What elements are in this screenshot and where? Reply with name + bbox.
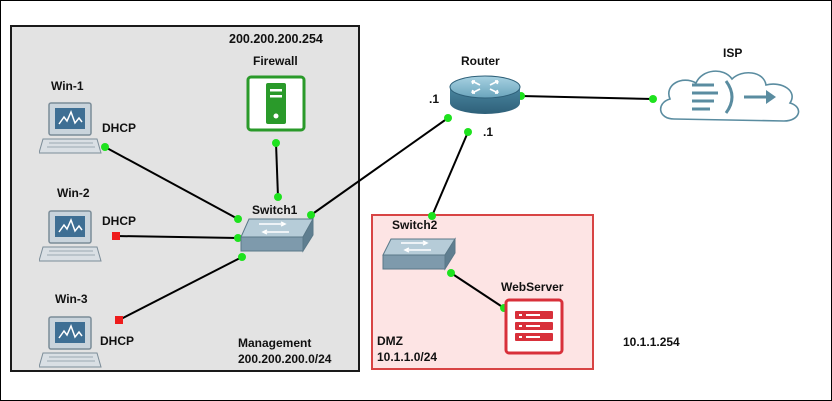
- dmz-gateway-label: 10.1.1.254: [623, 335, 680, 349]
- link-status-dot: [517, 92, 525, 100]
- link-win3-switch1[interactable]: [118, 256, 243, 321]
- router-interface-label: .1: [429, 92, 440, 106]
- link-status-dot: [649, 95, 657, 103]
- win3-label: Win-3: [55, 292, 88, 306]
- dmz-zone-name: DMZ: [377, 334, 403, 348]
- switch2-icon[interactable]: [381, 235, 457, 275]
- link-win2-switch1[interactable]: [115, 235, 239, 239]
- win1-workstation-icon[interactable]: [39, 97, 105, 157]
- link-router-switch2[interactable]: [431, 131, 469, 217]
- router-label: Router: [461, 54, 500, 68]
- dmz-zone-subnet: 10.1.1.0/24: [377, 350, 438, 364]
- link-down-indicator: [115, 316, 123, 324]
- link-status-dot: [274, 193, 282, 201]
- link-status-dot: [238, 253, 246, 261]
- link-status-dot: [428, 212, 436, 220]
- link-status-dot: [234, 215, 242, 223]
- firewall-label: Firewall: [253, 54, 298, 68]
- link-down-indicator: [112, 232, 120, 240]
- switch1-label: Switch1: [252, 203, 298, 217]
- win2-workstation-icon[interactable]: [39, 205, 105, 265]
- link-router-isp[interactable]: [520, 95, 654, 100]
- webserver-icon[interactable]: [504, 298, 566, 356]
- win1-label: Win-1: [51, 79, 84, 93]
- webserver-label: WebServer: [501, 280, 564, 294]
- link-switch1-router[interactable]: [310, 117, 449, 216]
- link-status-dot: [464, 128, 472, 136]
- link-status-dot: [444, 114, 452, 122]
- link-status-dot: [447, 269, 455, 277]
- firewall-icon[interactable]: [246, 75, 308, 133]
- switch1-icon[interactable]: [239, 215, 315, 257]
- win3-workstation-icon[interactable]: [39, 311, 105, 371]
- isp-label: ISP: [723, 46, 743, 60]
- management-zone-subnet: 200.200.200.0/24: [238, 352, 332, 366]
- management-gateway-label: 200.200.200.254: [229, 32, 323, 46]
- management-zone-name: Management: [238, 336, 312, 350]
- link-firewall-switch1[interactable]: [275, 142, 279, 198]
- link-status-dot: [101, 143, 109, 151]
- link-status-dot: [272, 139, 280, 147]
- win3-dhcp-label: DHCP: [100, 334, 135, 348]
- win1-dhcp-label: DHCP: [102, 121, 137, 135]
- link-status-dot: [234, 234, 242, 242]
- win2-dhcp-label: DHCP: [102, 214, 137, 228]
- switch2-label: Switch2: [392, 218, 438, 232]
- link-win1-switch1[interactable]: [104, 146, 239, 220]
- win2-label: Win-2: [57, 186, 90, 200]
- link-status-dot: [307, 211, 315, 219]
- link-status-dot: [500, 304, 508, 312]
- router-icon[interactable]: [446, 71, 524, 119]
- isp-cloud-icon[interactable]: [652, 63, 812, 129]
- router-interface-label: .1: [483, 125, 494, 139]
- link-switch2-webserver[interactable]: [450, 272, 505, 309]
